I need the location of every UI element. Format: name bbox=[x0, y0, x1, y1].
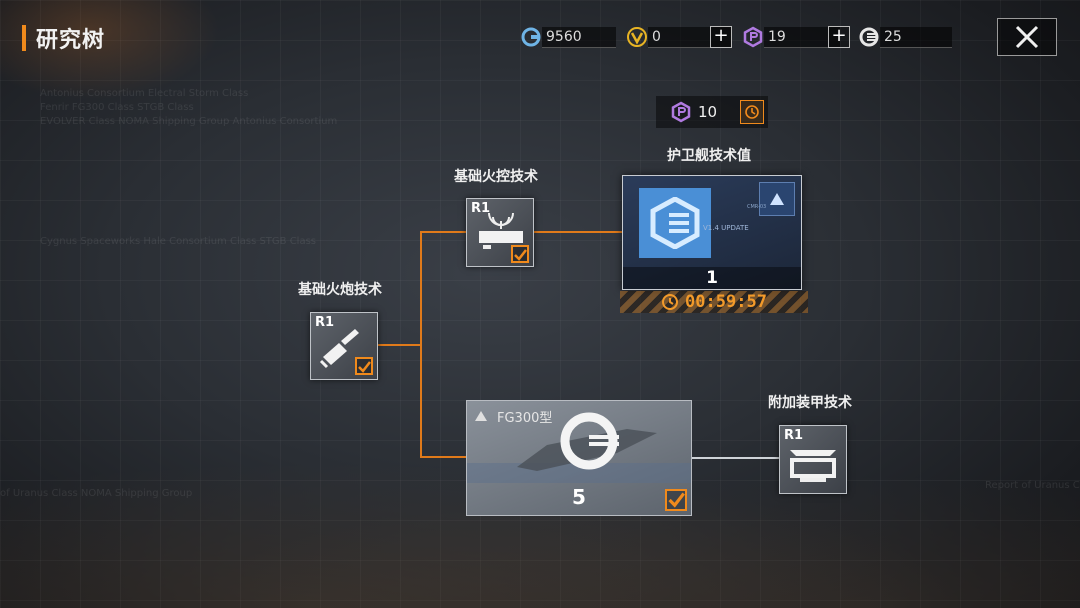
tree-connector bbox=[420, 231, 466, 233]
tree-connector bbox=[420, 456, 467, 458]
node-corner-text: CMR-03 bbox=[747, 204, 767, 210]
resource-g-coin: 9560 bbox=[520, 26, 616, 48]
clock-fastforward-icon bbox=[745, 105, 759, 119]
completed-checkbox bbox=[355, 357, 373, 375]
fg300-name: FG300型 bbox=[497, 411, 553, 426]
close-icon bbox=[1015, 25, 1039, 49]
node-count: 1 bbox=[623, 267, 801, 289]
resource-v-coin: 0 bbox=[626, 26, 732, 48]
g-coin-icon bbox=[520, 26, 542, 48]
node-label-escort-tech: 护卫舰技术值 bbox=[667, 148, 751, 164]
speedup-button[interactable] bbox=[740, 100, 764, 124]
page-header: 研究树 bbox=[22, 22, 105, 54]
v-coin-icon bbox=[626, 26, 648, 48]
title-accent-bar bbox=[22, 25, 26, 51]
timer-text: 00:59:57 bbox=[685, 292, 767, 312]
checkmark-icon bbox=[514, 249, 527, 261]
background-text: EVOLVER Class NOMA Shipping Group Antoni… bbox=[40, 116, 338, 127]
node-count: 5 bbox=[572, 485, 586, 509]
background-text: Antonius Consortium Electral Storm Class bbox=[40, 88, 249, 99]
tech-node-basic-fire-control[interactable]: R1 bbox=[466, 198, 534, 267]
node-label-armor-tech: 附加装甲技术 bbox=[768, 395, 852, 411]
tech-node-armor-tech[interactable]: R1 bbox=[779, 425, 847, 494]
node-label-basic-fire-control: 基础火控技术 bbox=[454, 169, 538, 185]
background-text: Cygnus Spaceworks Hale Consortium Class … bbox=[40, 236, 317, 247]
page-title: 研究树 bbox=[36, 28, 106, 53]
background-text: Fenrir FG300 Class STGB Class bbox=[40, 102, 194, 113]
completed-checkbox bbox=[665, 489, 687, 511]
tech-node-escort-tech[interactable]: V1.4 UPDATE CMR-03 1 bbox=[622, 175, 802, 290]
checkmark-icon bbox=[668, 492, 685, 508]
node-small-text: V1.4 UPDATE bbox=[703, 224, 749, 232]
cannon-icon bbox=[319, 329, 359, 369]
radar-icon bbox=[479, 212, 523, 249]
resource-e-token: 25 bbox=[858, 26, 952, 48]
fg300-ship-icon bbox=[517, 412, 657, 471]
rank-up-badge bbox=[759, 182, 795, 216]
e-emblem-icon bbox=[650, 197, 700, 249]
background-text: Report of Uranus Class bbox=[985, 480, 1080, 491]
triangle-up-icon bbox=[475, 411, 487, 421]
checkmark-icon bbox=[358, 361, 371, 373]
tree-connector bbox=[420, 231, 422, 457]
resource-value: 25 bbox=[880, 26, 952, 48]
resource-value: 9560 bbox=[542, 26, 616, 48]
node-label-basic-cannon: 基础火炮技术 bbox=[298, 282, 382, 298]
tree-connector bbox=[533, 231, 623, 233]
add-v-coin-button[interactable]: + bbox=[710, 26, 732, 48]
close-button[interactable] bbox=[997, 18, 1057, 56]
research-cost-value: 10 bbox=[698, 103, 718, 121]
clock-icon bbox=[662, 294, 679, 310]
armor-plate-icon bbox=[790, 450, 836, 482]
e-token-icon bbox=[858, 26, 880, 48]
rank-label: R1 bbox=[315, 315, 335, 330]
research-cost-panel: 10 bbox=[656, 96, 768, 128]
background-text: of Uranus Class NOMA Shipping Group bbox=[0, 488, 193, 499]
tech-node-basic-cannon[interactable]: R1 bbox=[310, 312, 378, 380]
rank-label: R1 bbox=[471, 201, 491, 216]
p-token-icon bbox=[671, 101, 691, 123]
tech-node-fg300[interactable]: FG300型 5 bbox=[466, 400, 692, 516]
resource-value: 0 bbox=[648, 26, 732, 48]
rank-label: R1 bbox=[784, 428, 804, 443]
completed-checkbox bbox=[511, 245, 529, 263]
triangle-up-icon bbox=[770, 193, 784, 205]
resource-value: 19 bbox=[764, 26, 840, 48]
resource-p-token: 19 bbox=[742, 26, 840, 48]
p-token-icon bbox=[742, 26, 764, 48]
escort-emblem bbox=[639, 188, 711, 258]
tree-connector bbox=[377, 344, 421, 346]
research-timer: 00:59:57 bbox=[620, 291, 808, 313]
tree-connector bbox=[690, 457, 780, 459]
add-p-token-button[interactable]: + bbox=[828, 26, 850, 48]
background-glow bbox=[0, 0, 220, 100]
